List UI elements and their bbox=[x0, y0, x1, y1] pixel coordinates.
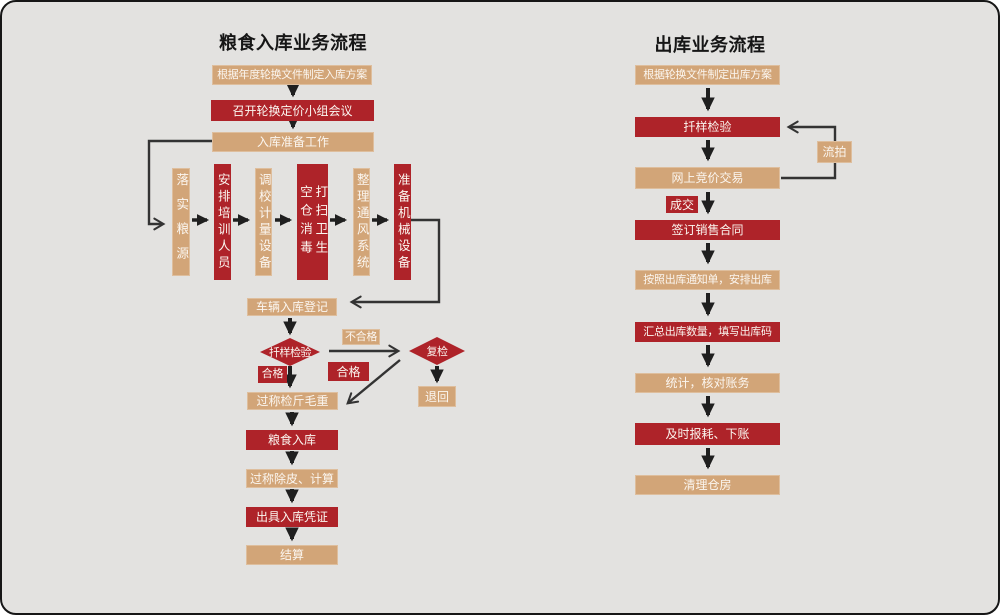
label-pass: 合格 bbox=[258, 366, 287, 383]
step-clean-warehouse: 清理仓房 bbox=[635, 475, 780, 495]
task-train-staff: 安排培训人员 bbox=[214, 164, 231, 280]
label-recheck-pass: 合格 bbox=[328, 362, 369, 381]
step-out-sample-check: 扦样检验 bbox=[635, 117, 780, 137]
step-weigh-gross: 过称检斤毛重 bbox=[247, 392, 338, 410]
step-online-auction: 网上竞价交易 bbox=[635, 167, 780, 189]
task-ventilation-system: 整理通风系统 bbox=[353, 168, 370, 276]
step-outbound-plan: 根据轮换文件制定出库方案 bbox=[635, 65, 780, 85]
step-summarize-qty: 汇总出库数量，填写出库码 bbox=[635, 322, 780, 342]
step-weigh-tare: 过称除皮、计算 bbox=[246, 469, 338, 488]
step-issue-voucher: 出具入库凭证 bbox=[246, 507, 338, 527]
label-fail: 不合格 bbox=[342, 329, 380, 345]
step-grain-storage: 粮食入库 bbox=[246, 430, 338, 450]
left-flow-title: 粮食入库业务流程 bbox=[219, 33, 367, 53]
task-disinfect-clean: 空仓消毒打扫卫生 bbox=[297, 164, 328, 280]
step-inbound-plan: 根据年度轮换文件制定入库方案 bbox=[212, 65, 372, 85]
label-deal: 成交 bbox=[666, 196, 698, 213]
step-settlement: 结算 bbox=[246, 545, 338, 565]
step-inbound-prep: 入库准备工作 bbox=[212, 132, 374, 152]
task-prepare-machinery: 准备机械设备 bbox=[394, 164, 411, 280]
step-reconcile: 统计，核对账务 bbox=[635, 373, 780, 393]
step-pricing-meeting: 召开轮换定价小组会议 bbox=[211, 100, 374, 121]
step-report-loss: 及时报耗、下账 bbox=[635, 423, 780, 445]
step-sign-contract: 签订销售合同 bbox=[635, 220, 780, 240]
step-vehicle-register: 车辆入库登记 bbox=[247, 298, 337, 316]
task-calibrate-equipment: 调校计量设备 bbox=[255, 168, 272, 276]
task-secure-grain-source: 落实粮源 bbox=[172, 168, 190, 276]
label-unsold: 流拍 bbox=[817, 141, 852, 163]
right-flow-title: 出库业务流程 bbox=[654, 35, 766, 55]
step-arrange-outbound: 按照出库通知单，安排出库 bbox=[635, 270, 780, 290]
step-reject: 退回 bbox=[418, 386, 456, 407]
